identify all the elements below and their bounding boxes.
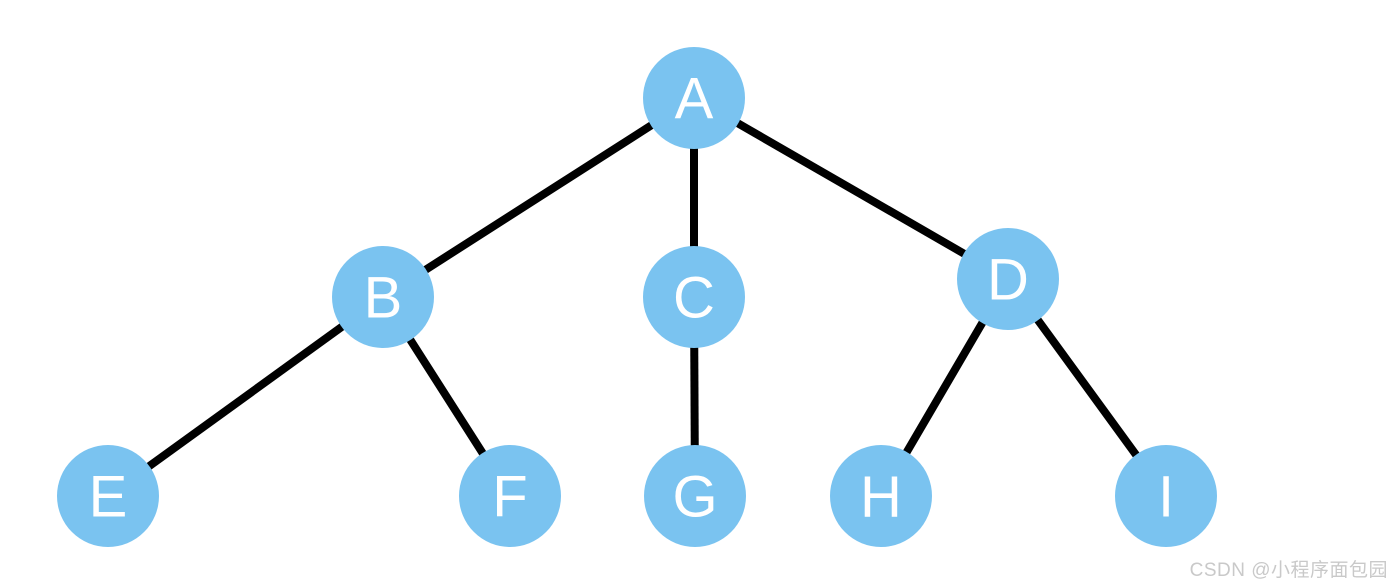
node-d[interactable]: D bbox=[957, 228, 1059, 330]
node-circle-d[interactable] bbox=[957, 228, 1059, 330]
node-label-a: A bbox=[675, 67, 714, 132]
node-label-i: I bbox=[1158, 465, 1174, 530]
node-label-g: G bbox=[672, 465, 717, 530]
node-circle-h[interactable] bbox=[830, 445, 932, 547]
edge-b-f bbox=[405, 336, 488, 457]
edge-a-b bbox=[422, 121, 655, 274]
edge-a-d bbox=[734, 119, 968, 258]
node-circle-b[interactable] bbox=[332, 246, 434, 348]
node-i[interactable]: I bbox=[1115, 445, 1217, 547]
node-f[interactable]: F bbox=[459, 445, 561, 547]
node-label-b: B bbox=[364, 266, 403, 331]
node-label-e: E bbox=[89, 465, 128, 530]
node-circle-c[interactable] bbox=[643, 246, 745, 348]
node-label-c: C bbox=[673, 266, 715, 331]
node-g[interactable]: G bbox=[644, 445, 746, 547]
node-circle-a[interactable] bbox=[643, 47, 745, 149]
node-h[interactable]: H bbox=[830, 445, 932, 547]
node-c[interactable]: C bbox=[643, 246, 745, 348]
node-label-f: F bbox=[492, 465, 527, 530]
edge-c-g bbox=[690, 345, 699, 448]
node-a[interactable]: A bbox=[643, 47, 745, 149]
edge-d-i bbox=[1033, 316, 1141, 459]
node-circle-e[interactable] bbox=[57, 445, 159, 547]
edge-b-e bbox=[145, 322, 346, 471]
node-e[interactable]: E bbox=[57, 445, 159, 547]
nodes-layer: A B C D E F G H I bbox=[57, 47, 1217, 547]
node-label-h: H bbox=[860, 465, 902, 530]
node-circle-i[interactable] bbox=[1115, 445, 1217, 547]
node-circle-g[interactable] bbox=[644, 445, 746, 547]
edges-layer bbox=[145, 119, 1141, 471]
edge-d-h bbox=[902, 319, 987, 456]
node-b[interactable]: B bbox=[332, 246, 434, 348]
node-circle-f[interactable] bbox=[459, 445, 561, 547]
node-label-d: D bbox=[987, 248, 1029, 313]
watermark-text: CSDN @小程序面包园 bbox=[1189, 560, 1388, 581]
